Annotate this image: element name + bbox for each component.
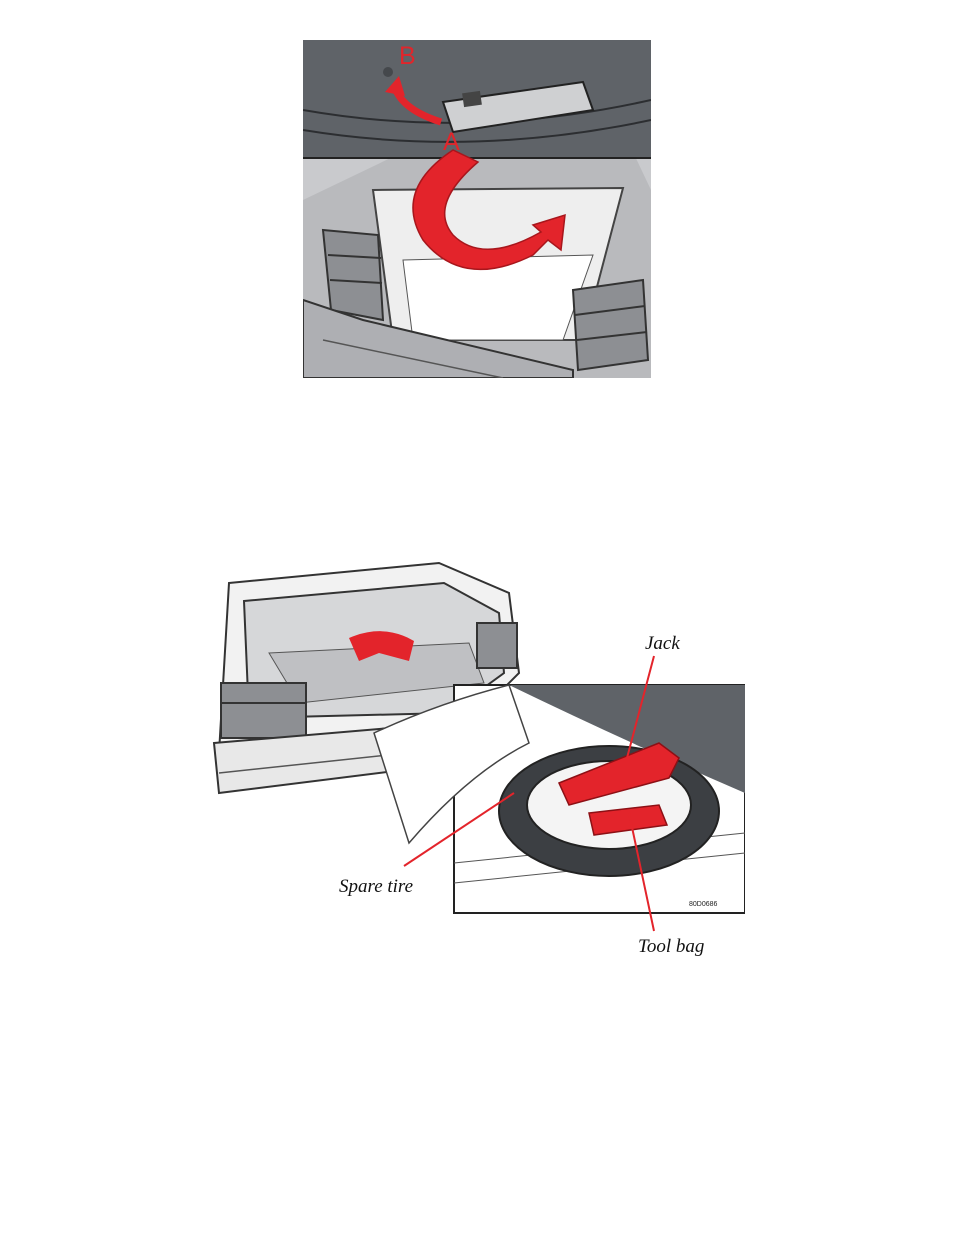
jack-callout: Jack	[645, 633, 680, 655]
trunk-floor-illustration: B A	[303, 40, 651, 378]
spare-tire-drawing	[209, 543, 745, 963]
trunk-floor-drawing	[303, 40, 651, 378]
spare-tire-illustration: Jack Spare tire Tool bag 80D0686	[209, 543, 745, 963]
label-a: A	[443, 128, 460, 157]
tool-bag-callout: Tool bag	[638, 936, 704, 958]
figure-code: 80D0686	[689, 901, 717, 908]
label-b: B	[399, 42, 416, 71]
spare-tire-callout: Spare tire	[339, 876, 413, 898]
